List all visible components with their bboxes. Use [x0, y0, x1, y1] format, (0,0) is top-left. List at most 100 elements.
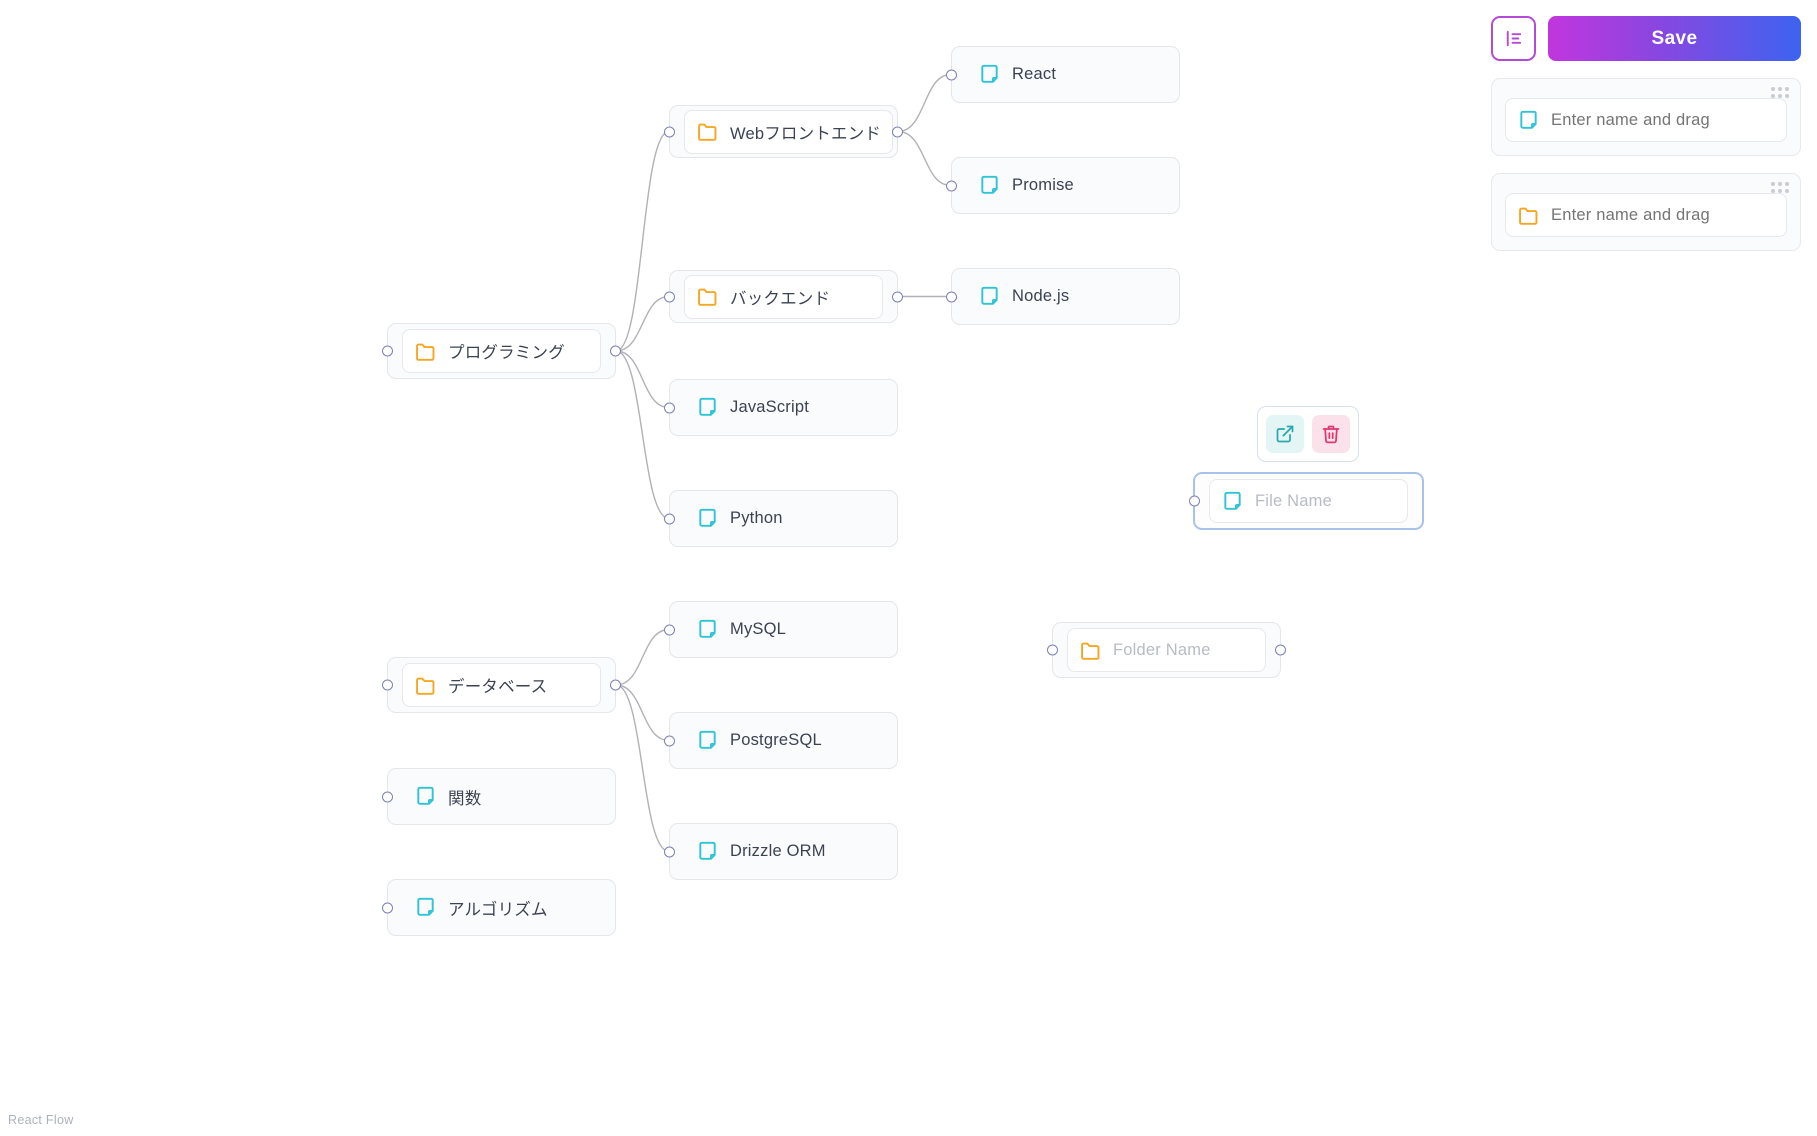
node-name-field[interactable]: File Name [1209, 479, 1408, 523]
node-postgresql[interactable]: PostgreSQL [664, 712, 898, 769]
folder-name-drag-input[interactable] [1551, 205, 1775, 225]
trash-icon [1322, 425, 1340, 444]
handle-left[interactable] [382, 902, 393, 913]
node-label: JavaScript [730, 398, 810, 416]
node-label: PostgreSQL [730, 731, 822, 749]
node-label: MySQL [730, 620, 787, 638]
node-algorithm[interactable]: アルゴリズム [382, 879, 616, 936]
node-nodejs[interactable]: Node.js [946, 268, 1180, 325]
handle-left[interactable] [1047, 644, 1058, 656]
handle-right[interactable] [892, 126, 903, 137]
file-icon [699, 508, 716, 527]
node-toolbar[interactable] [1257, 406, 1359, 462]
folder-icon [698, 288, 717, 306]
node-label: Folder Name [1113, 640, 1211, 659]
save-button[interactable]: Save [1548, 16, 1801, 61]
node-label: React [1012, 65, 1057, 83]
handle-left[interactable] [664, 735, 675, 746]
handle-left[interactable] [382, 791, 393, 802]
node-drizzle[interactable]: Drizzle ORM [664, 823, 898, 880]
node-backend[interactable]: バックエンド [664, 270, 903, 323]
node-content: アルゴリズム [388, 896, 615, 920]
node-label: Promise [1012, 176, 1074, 194]
node-content: 関数 [388, 785, 615, 809]
drag-card-folder[interactable] [1491, 173, 1801, 251]
edge-webfrontend-react [897, 73, 952, 133]
edge-programming-javascript [615, 350, 670, 409]
file-icon [699, 730, 716, 749]
external-link-icon [1276, 425, 1294, 443]
file-name-drag-input[interactable] [1551, 110, 1775, 130]
node-content: PostgreSQL [670, 729, 897, 752]
handle-left[interactable] [664, 846, 675, 857]
node-react[interactable]: React [946, 46, 1180, 103]
edge-programming-backend [615, 295, 670, 352]
node-content: JavaScript [670, 396, 897, 419]
node-kansuu[interactable]: 関数 [382, 768, 616, 825]
node-label: アルゴリズム [448, 900, 548, 919]
handle-left[interactable] [946, 180, 957, 191]
node-label: データベース [448, 678, 548, 696]
folder-icon [1519, 207, 1538, 225]
folder-icon [416, 343, 435, 361]
node-content: MySQL [670, 618, 897, 641]
file-name-drag-field[interactable] [1505, 98, 1787, 142]
handle-left[interactable] [664, 126, 675, 137]
delete-node-button[interactable] [1312, 415, 1350, 453]
panel-toggle-button[interactable] [1491, 16, 1536, 61]
handle-left[interactable] [664, 513, 675, 524]
file-icon [981, 175, 998, 194]
handle-right[interactable] [610, 679, 621, 691]
edge-webfrontend-promise [897, 130, 952, 187]
handle-right[interactable] [1275, 644, 1286, 656]
node-programming[interactable]: プログラミング [382, 323, 621, 379]
node-foldername[interactable]: Folder Name [1047, 622, 1286, 678]
node-javascript[interactable]: JavaScript [664, 379, 898, 436]
edge-database-postgresql [615, 684, 670, 742]
node-label: Drizzle ORM [730, 842, 826, 860]
edge-database-drizzle [615, 684, 670, 853]
react-flow-attribution: React Flow [8, 1113, 74, 1127]
node-label: Webフロントエンド [730, 124, 882, 143]
open-node-button[interactable] [1266, 415, 1304, 453]
node-content: Node.js [952, 285, 1179, 308]
file-icon [1520, 110, 1537, 129]
handle-left[interactable] [664, 291, 675, 302]
handle-left[interactable] [664, 624, 675, 635]
file-icon [699, 841, 716, 860]
file-icon [981, 64, 998, 83]
folder-name-drag-field[interactable] [1505, 193, 1787, 237]
handle-left[interactable] [382, 679, 393, 691]
node-name-field[interactable]: バックエンド [684, 274, 883, 319]
node-mysql[interactable]: MySQL [664, 601, 898, 658]
handle-left[interactable] [946, 291, 957, 302]
node-webfrontend[interactable]: Webフロントエンド [664, 105, 903, 158]
node-promise[interactable]: Promise [946, 157, 1180, 214]
node-python[interactable]: Python [664, 490, 898, 547]
handle-left[interactable] [382, 345, 393, 357]
handle-left[interactable] [664, 402, 675, 413]
folder-icon [698, 123, 717, 141]
drag-handle-icon[interactable] [1771, 87, 1789, 98]
drag-handle-icon[interactable] [1771, 182, 1789, 193]
drag-card-file[interactable] [1491, 78, 1801, 156]
handle-left[interactable] [1189, 495, 1200, 507]
node-database[interactable]: データベース [382, 657, 621, 713]
node-content: Promise [952, 174, 1179, 197]
file-icon [417, 897, 434, 916]
handle-left[interactable] [946, 69, 957, 80]
file-icon [981, 286, 998, 305]
panel-list-icon [1506, 30, 1522, 47]
node-name-field[interactable]: プログラミング [402, 329, 601, 373]
handle-right[interactable] [892, 291, 903, 302]
handle-right[interactable] [610, 345, 621, 357]
file-icon [1224, 491, 1241, 510]
node-name-field[interactable]: Webフロントエンド [684, 109, 894, 154]
edge-database-mysql [615, 628, 670, 686]
side-panel: Save [1491, 16, 1801, 251]
node-filename[interactable]: File Name [1189, 472, 1424, 530]
panel-header: Save [1491, 16, 1801, 61]
node-name-field[interactable]: データベース [402, 663, 601, 707]
node-name-field[interactable]: Folder Name [1067, 628, 1266, 672]
